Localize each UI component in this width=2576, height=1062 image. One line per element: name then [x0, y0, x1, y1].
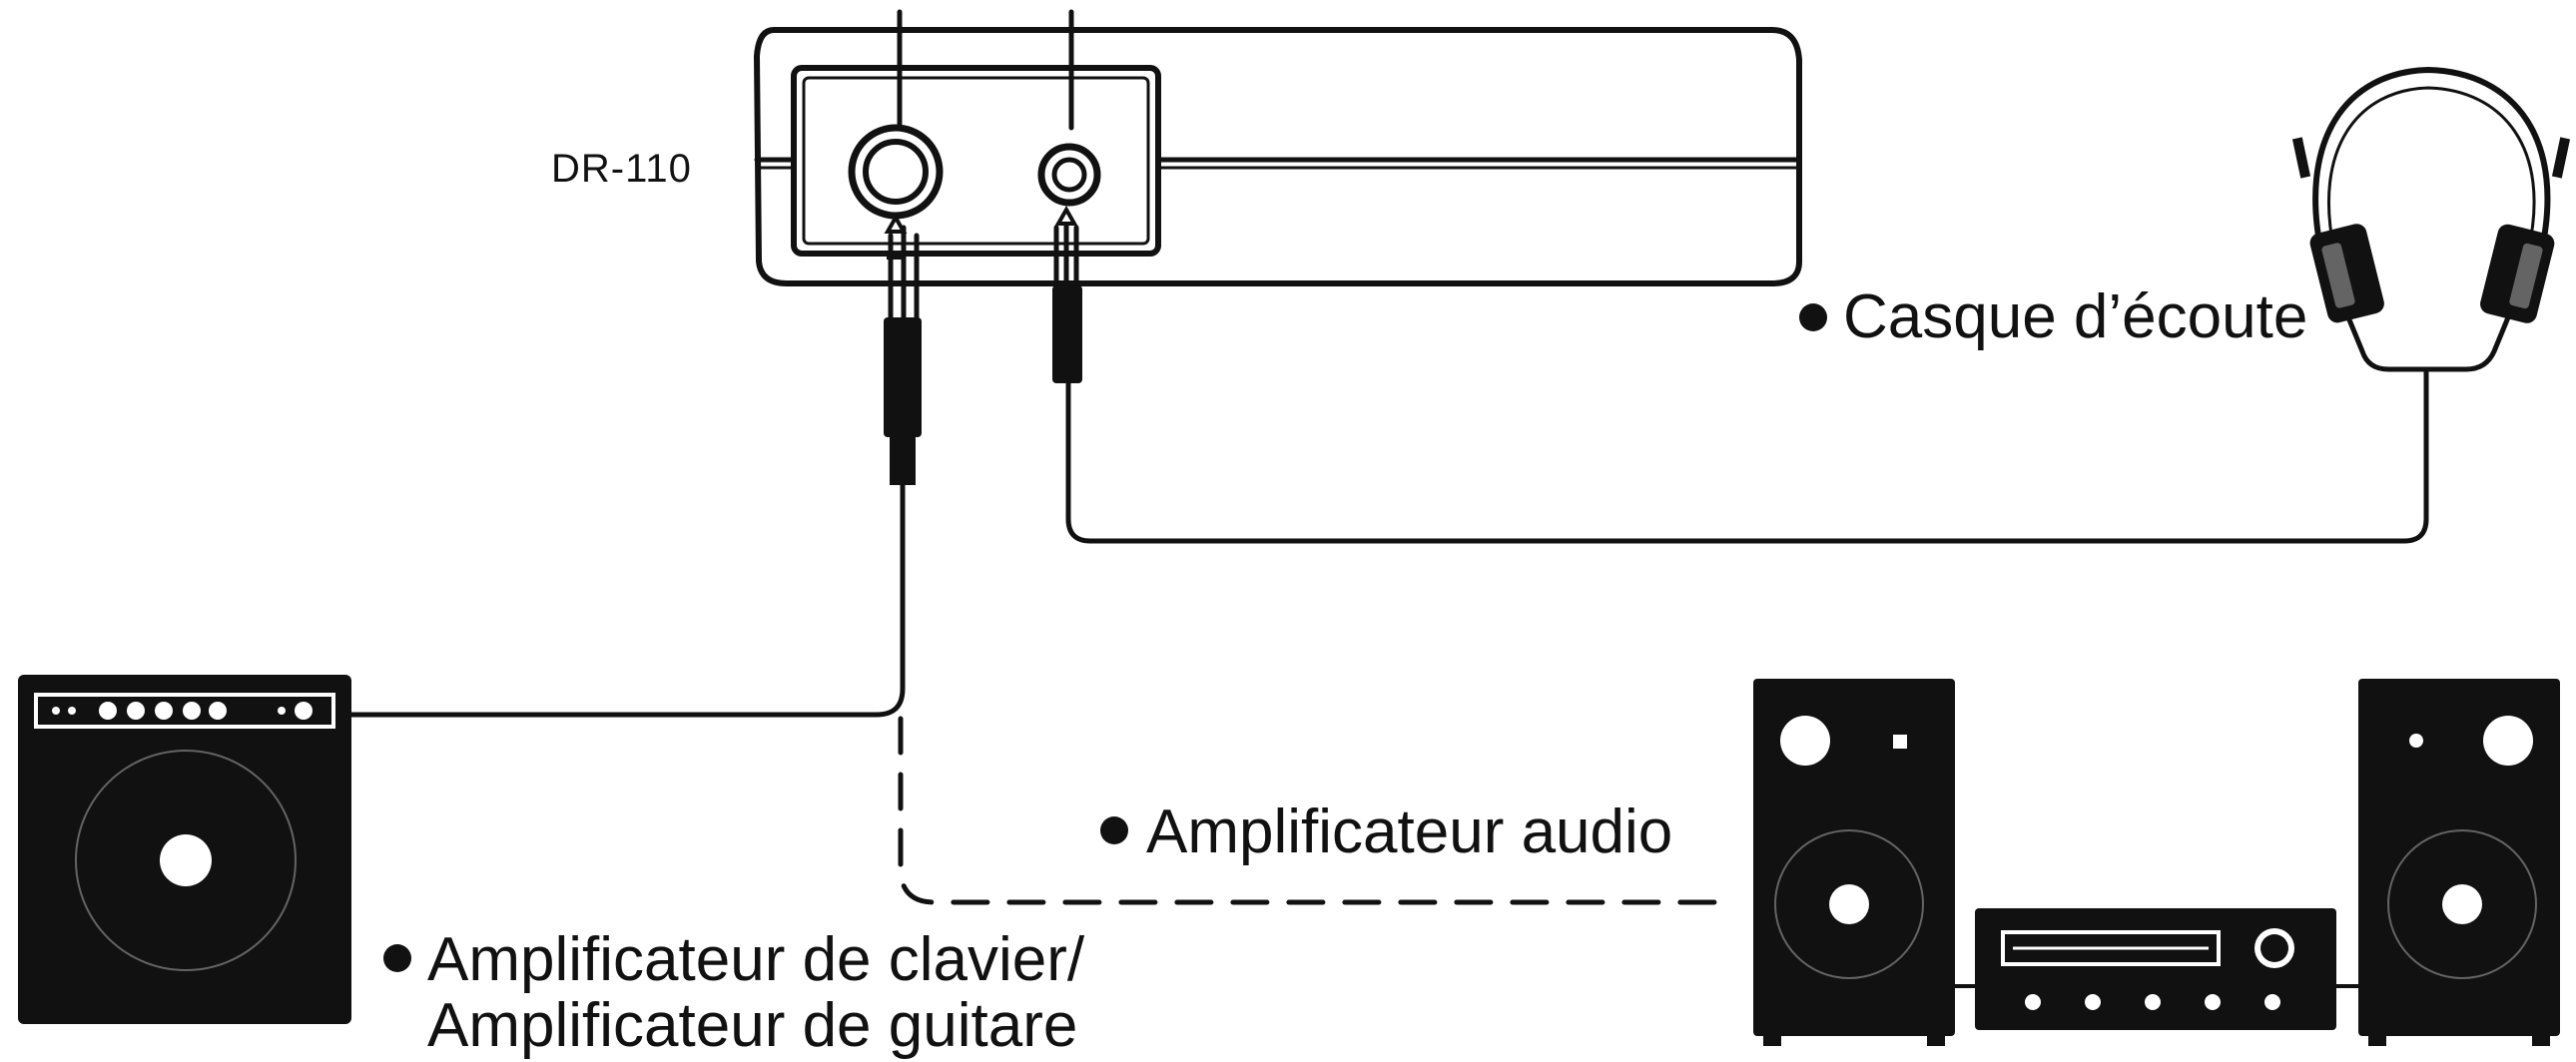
model-label: DR-110 — [551, 147, 692, 191]
keyboard-amp-label-line1: Amplificateur de clavier/ — [427, 925, 1085, 994]
bullet-icon — [1100, 816, 1128, 844]
drum-machine-icon — [754, 9, 1802, 286]
phone-plug-icon — [884, 213, 922, 485]
phone-plug-icon — [1052, 205, 1082, 383]
keyboard-amplifier-icon — [18, 675, 351, 1024]
keyboard-amp-label-line2: Amplificateur de guitare — [427, 991, 1077, 1060]
bullet-icon — [383, 944, 411, 972]
bullet-icon — [1799, 303, 1827, 331]
audio-amp-label: Amplificateur audio — [1146, 797, 1672, 866]
headphones-label: Casque d’écoute — [1843, 282, 2307, 351]
stereo-system-icon — [1753, 679, 2560, 1046]
headphones-icon — [2291, 67, 2571, 372]
